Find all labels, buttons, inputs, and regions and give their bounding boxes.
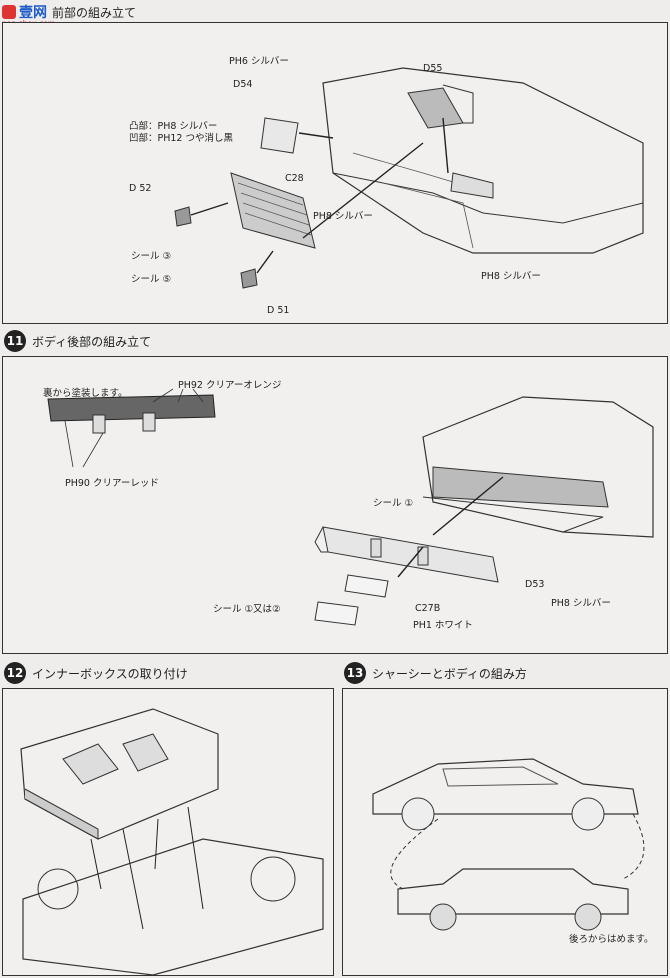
chassis-section-header: 13 シャーシーとボディの組み方 [344, 662, 527, 684]
rear-section-header: 11 ボディ後部の組み立て [4, 330, 151, 352]
label-seal1: シール ① [373, 498, 414, 509]
inner-box-diagram [20, 708, 324, 976]
label-d53: D53 [525, 579, 545, 590]
inner-section-header: 12 インナーボックスの取り付け [4, 662, 188, 684]
label-c27b: C27B [415, 603, 441, 614]
front-assembly-diagram [174, 67, 644, 289]
label-ph8-silver-a: PH8 シルバー [313, 211, 373, 222]
inner-section-box [2, 688, 334, 976]
label-insert-from-back: 後ろからはめます。 [569, 934, 654, 945]
label-d51: D 51 [267, 305, 290, 316]
rear-section-box: 裏から塗装します。 PH92 クリアーオレンジ PH90 クリアーレッド シール… [2, 356, 668, 654]
step-number-11: 11 [4, 330, 26, 352]
logo-text: 壹网 [19, 5, 47, 21]
logo-icon [2, 5, 16, 19]
label-convex: 凸部：PH8 シルバー [129, 121, 218, 132]
label-ph1-white: PH1 ホワイト [413, 620, 473, 631]
label-seal3: シール ③ [131, 251, 172, 262]
front-section-box: PH6 シルバー D54 D55 凸部：PH8 シルバー 凹部：PH12 つや消… [2, 22, 668, 324]
chassis-section-box: 後ろからはめます。 [342, 688, 668, 976]
label-paint-back: 裏から塗装します。 [43, 388, 128, 399]
label-ph90-red: PH90 クリアーレッド [65, 478, 159, 489]
label-d54: D54 [233, 79, 253, 90]
chassis-section-title: シャーシーとボディの組み方 [372, 666, 527, 681]
label-d55: D55 [423, 63, 443, 74]
label-ph6-silver: PH6 シルバー [229, 56, 289, 67]
front-section-title: 前部の組み立て [52, 6, 137, 20]
watermark-logo: 壹网 [2, 2, 47, 22]
label-ph8-silver: PH8 シルバー [551, 598, 611, 609]
label-c28: C28 [285, 173, 304, 184]
chassis-body-diagram [372, 758, 645, 931]
rear-section-title: ボディ後部の組み立て [32, 334, 152, 349]
label-ph92-orange: PH92 クリアーオレンジ [178, 380, 282, 391]
front-section-header: 前部の組み立て [52, 4, 136, 21]
label-seal-1-or-2: シール ①又は② [213, 604, 281, 615]
label-concave: 凹部：PH12 つや消し黒 [129, 133, 233, 144]
inner-section-title: インナーボックスの取り付け [32, 666, 188, 681]
label-d52: D 52 [129, 183, 152, 194]
rear-assembly-diagram [47, 388, 654, 626]
step-number-13: 13 [344, 662, 366, 684]
label-seal5: シール ⑤ [131, 274, 172, 285]
step-number-12: 12 [4, 662, 26, 684]
label-ph8-silver-b: PH8 シルバー [481, 271, 541, 282]
